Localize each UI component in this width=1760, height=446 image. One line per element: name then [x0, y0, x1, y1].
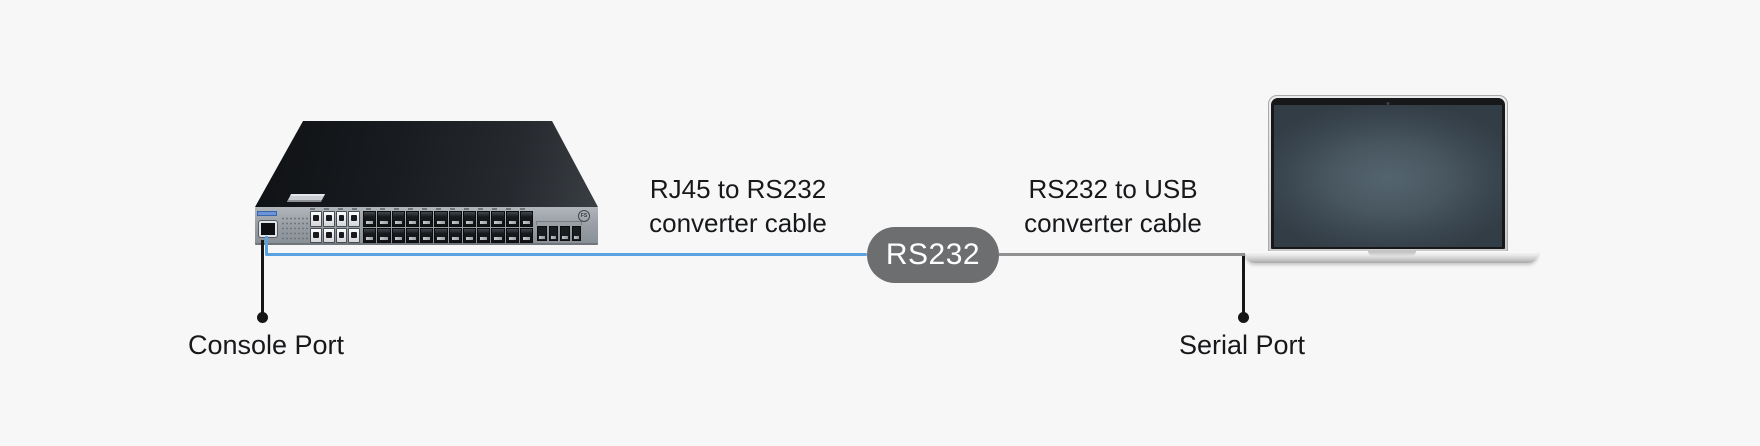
rj45-port — [348, 227, 360, 243]
switch-top-face — [255, 121, 598, 207]
uplink-port — [548, 226, 558, 241]
network-switch-front-panel: FS — [255, 207, 598, 245]
console-pointer-line — [261, 240, 264, 314]
switch-model-label — [257, 211, 277, 216]
rj45-port — [322, 211, 335, 227]
vent-holes — [281, 216, 309, 244]
left-cable-label-line2: converter cable — [649, 208, 827, 238]
laptop-lid — [1268, 95, 1508, 252]
rj45-rs232-cable — [265, 253, 867, 256]
sfp-port — [477, 211, 491, 227]
laptop-bezel — [1271, 98, 1505, 249]
rj45-port — [310, 227, 322, 243]
sfp-port — [477, 227, 491, 243]
sfp-port — [448, 227, 462, 243]
rs232-badge: RS232 — [867, 227, 999, 283]
sfp-port — [391, 211, 405, 227]
rj45-port — [348, 211, 360, 227]
right-cable-label-line2: converter cable — [1024, 208, 1202, 238]
sfp-port — [491, 211, 505, 227]
laptop-lid-notch — [1367, 251, 1416, 256]
sfp-port — [434, 211, 448, 227]
laptop-base — [1245, 251, 1538, 263]
sfp-port — [377, 227, 391, 243]
left-cable-label-line1: RJ45 to RS232 — [649, 174, 827, 204]
sfp-port — [405, 211, 419, 227]
console-pointer-dot — [257, 312, 268, 323]
uplink-port — [571, 226, 581, 241]
sfp-ports — [363, 211, 533, 243]
sfp-port — [363, 227, 377, 243]
uplink-bracket — [536, 221, 582, 225]
switch-top-sticker — [286, 194, 326, 202]
sfp-port — [420, 227, 434, 243]
sfp-port — [434, 227, 448, 243]
sfp-port — [462, 227, 476, 243]
rj45-port — [322, 227, 335, 243]
serial-port-label: Serial Port — [1178, 330, 1306, 360]
serial-pointer-line — [1242, 256, 1245, 314]
sfp-port — [519, 211, 533, 227]
right-cable-label-line1: RS232 to USB — [1028, 174, 1198, 204]
sfp-port — [448, 211, 462, 227]
port-label-ticks — [310, 208, 533, 210]
serial-pointer-dot — [1238, 312, 1249, 323]
sfp-port — [377, 211, 391, 227]
sfp-port — [363, 211, 377, 227]
uplink-port — [560, 226, 570, 241]
sfp-port — [505, 227, 519, 243]
sfp-port — [462, 211, 476, 227]
sfp-port — [420, 211, 434, 227]
rj45-port — [335, 211, 348, 227]
rs232-usb-cable — [999, 253, 1246, 256]
uplink-ports — [537, 226, 581, 241]
sfp-port — [491, 227, 505, 243]
rj45-ports — [310, 211, 360, 243]
sfp-port — [391, 227, 405, 243]
sfp-port — [519, 227, 533, 243]
console-port-label: Console Port — [187, 330, 345, 360]
rj45-port — [335, 227, 348, 243]
uplink-port — [537, 226, 547, 241]
rj45-port — [310, 211, 322, 227]
fs-logo: FS — [578, 210, 590, 222]
left-cable-label: RJ45 to RS232 converter cable — [588, 172, 888, 240]
sfp-port — [505, 211, 519, 227]
right-cable-label: RS232 to USB converter cable — [963, 172, 1263, 240]
console-cable-vertical — [265, 236, 268, 255]
laptop-screen — [1274, 105, 1502, 247]
sfp-port — [405, 227, 419, 243]
console-port — [259, 221, 277, 237]
laptop-camera-icon — [1386, 102, 1390, 105]
